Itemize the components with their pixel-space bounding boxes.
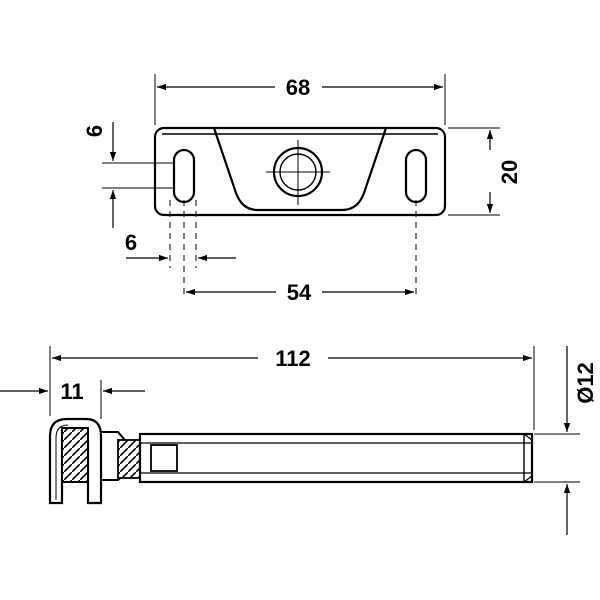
mounting-plate-view xyxy=(153,126,447,298)
dim-label-6-vertical: 6 xyxy=(82,125,107,137)
bolt-side-view xyxy=(48,417,534,505)
dim-head-width: 11 xyxy=(0,379,145,419)
right-slot xyxy=(404,148,428,204)
threaded-insert xyxy=(61,427,89,483)
center-boss xyxy=(212,127,388,212)
dim-label-112: 112 xyxy=(275,346,311,371)
shaft-square-hole xyxy=(150,444,178,472)
dim-slot-width: 6 xyxy=(125,230,236,262)
left-slot xyxy=(172,148,196,204)
dim-label-68: 68 xyxy=(286,75,310,100)
bolt-neck xyxy=(117,439,141,479)
bolt-shaft xyxy=(138,432,534,484)
center-hole xyxy=(266,140,330,205)
dim-shaft-diameter: Ø12 xyxy=(534,346,598,535)
dim-label-6-horizontal: 6 xyxy=(125,230,137,255)
dim-label-20: 20 xyxy=(497,160,522,184)
dim-label-11: 11 xyxy=(60,379,83,404)
dim-label-54: 54 xyxy=(287,280,312,305)
dim-plate-height: 20 xyxy=(448,127,522,216)
dim-plate-width: 68 xyxy=(154,74,446,125)
dim-slot-top: 6 xyxy=(82,122,174,228)
dim-bolt-length: 112 xyxy=(49,346,535,430)
dim-hole-spacing: 54 xyxy=(186,280,414,305)
dim-label-diameter-12: Ø12 xyxy=(573,362,598,404)
plate-outline xyxy=(153,126,447,217)
